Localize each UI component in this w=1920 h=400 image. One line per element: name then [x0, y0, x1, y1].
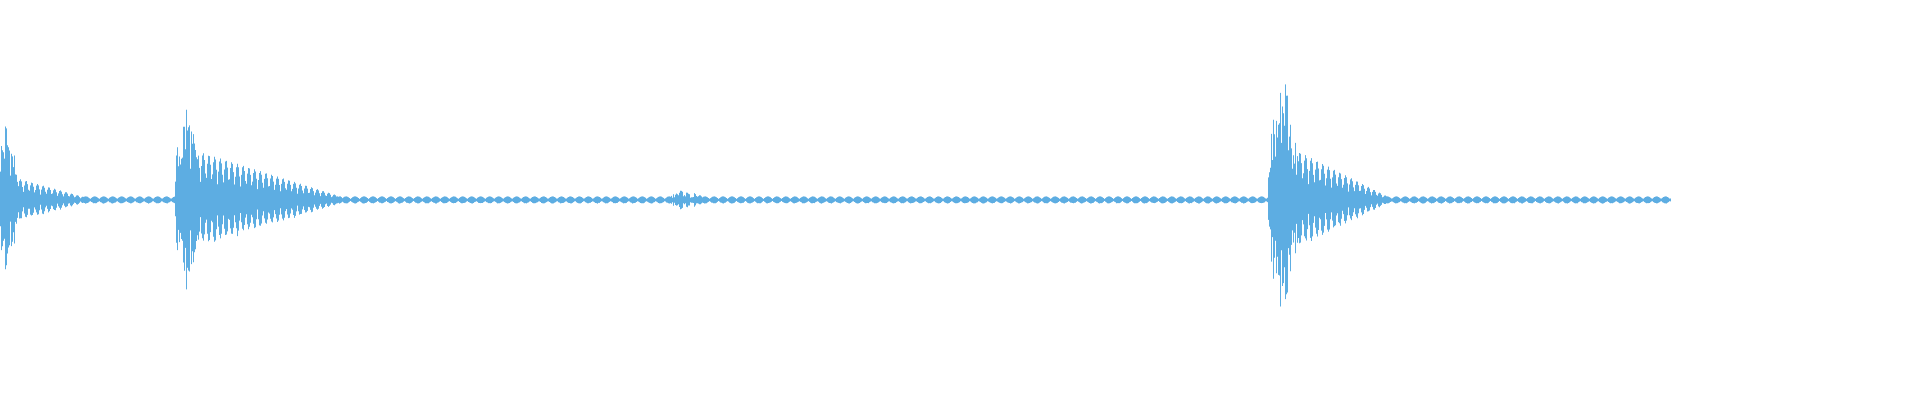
- waveform-trace: [0, 84, 1671, 307]
- waveform-samples: [0, 84, 1671, 307]
